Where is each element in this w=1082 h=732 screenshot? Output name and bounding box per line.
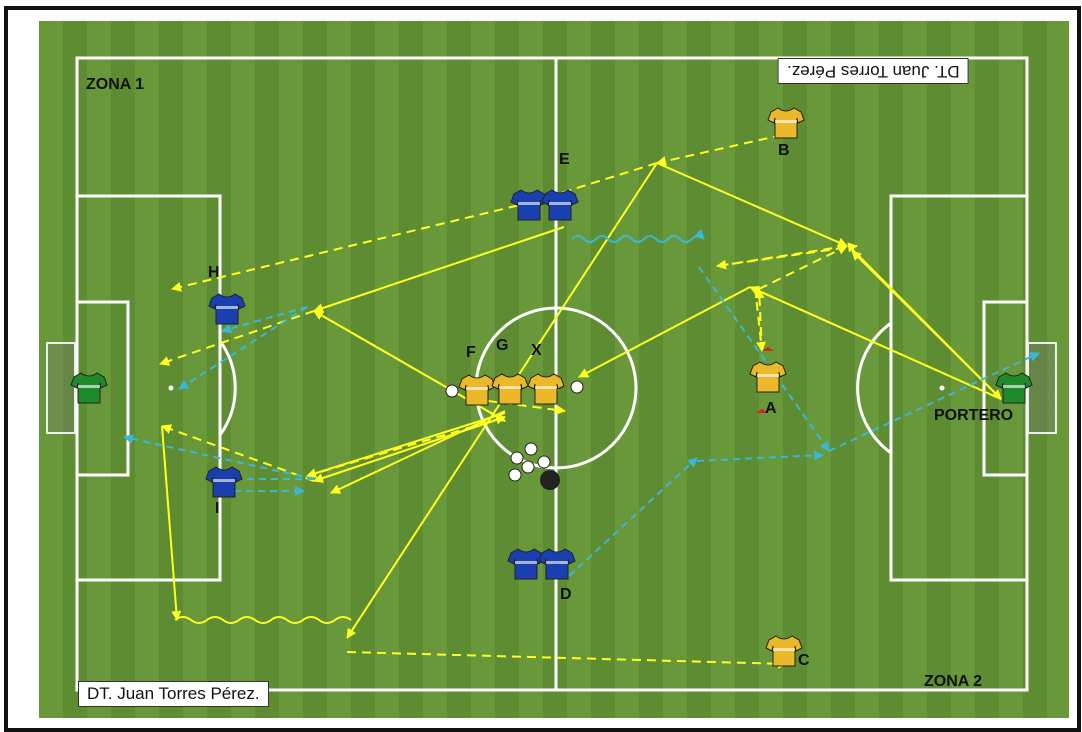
zone-1-label: ZONA 1 xyxy=(86,77,144,93)
right-goal xyxy=(1028,343,1056,433)
player-label-d: D xyxy=(560,587,572,603)
credit-bottom: DT. Juan Torres Pérez. xyxy=(78,681,269,707)
football-pitch xyxy=(39,21,1069,718)
zone-2-label: ZONA 2 xyxy=(924,674,982,690)
player-label-x: X xyxy=(531,343,542,359)
player-label-portero: PORTERO xyxy=(934,408,1013,424)
cone-c-marker xyxy=(540,470,560,490)
player-label-f: F xyxy=(466,345,476,361)
credit-top-mirrored: DT. Juan Torres Pérez. xyxy=(778,58,969,84)
player-label-g: G xyxy=(496,338,508,354)
diagram-frame: ZONA 1 ZONA 2 DT. Juan Torres Pérez. DT.… xyxy=(4,6,1081,732)
player-label-c: C xyxy=(798,653,810,669)
player-label-h: H xyxy=(208,265,220,281)
player-label-i: I xyxy=(215,501,219,517)
player-label-b: B xyxy=(778,143,790,159)
player-label-e: E xyxy=(559,152,570,168)
player-label-a: A xyxy=(765,401,777,417)
left-goal xyxy=(47,343,75,433)
